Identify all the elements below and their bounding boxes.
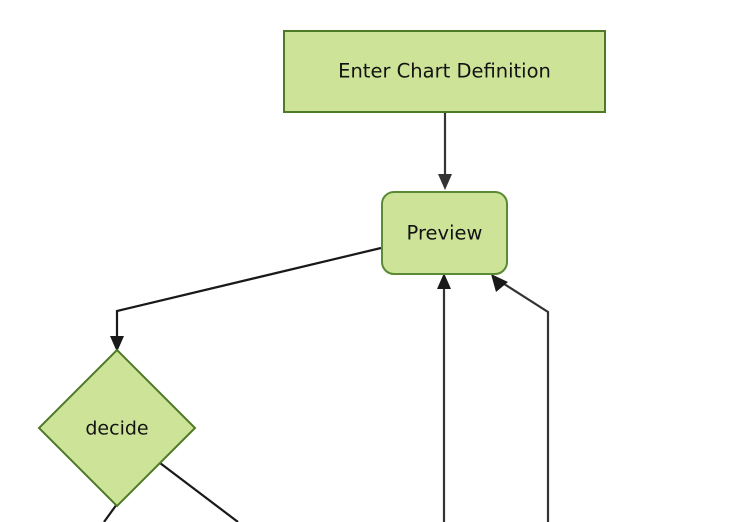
edge-line-preview-to-decide — [115, 246, 382, 344]
node-preview[interactable]: Preview — [381, 191, 508, 275]
arrow-head-return-right-to-preview — [491, 274, 508, 292]
edge-return-left-to-preview — [437, 273, 451, 522]
node-shape-diamond[interactable] — [37, 348, 197, 508]
node-label-preview: Preview — [407, 222, 483, 245]
edge-decide-branch-left — [103, 503, 118, 522]
edge-return-right-to-preview — [491, 274, 550, 522]
node-layer: Enter Chart Definition Preview decide — [37, 30, 606, 508]
node-shape-rectangle[interactable] — [283, 30, 606, 113]
edge-decide-branch-right — [159, 462, 239, 522]
edge-layer — [103, 113, 550, 522]
edge-preview-to-decide — [110, 246, 382, 352]
node-label-decide: decide — [85, 418, 148, 440]
arrow-head-return-left-to-preview — [437, 273, 451, 289]
node-decide[interactable]: decide — [37, 348, 197, 508]
arrow-head-enter-to-preview — [438, 174, 452, 190]
edge-line-decide-branch-right — [159, 462, 239, 522]
node-shape-rounded-rectangle[interactable] — [381, 191, 508, 275]
edge-line-return-right-to-preview — [497, 279, 550, 522]
node-enter-chart-definition[interactable]: Enter Chart Definition — [283, 30, 606, 113]
arrow-head-preview-to-decide — [110, 336, 124, 352]
edge-enter-to-preview — [438, 113, 452, 190]
node-label-enter-chart-definition: Enter Chart Definition — [338, 60, 551, 83]
edge-line-decide-branch-left — [103, 503, 118, 522]
